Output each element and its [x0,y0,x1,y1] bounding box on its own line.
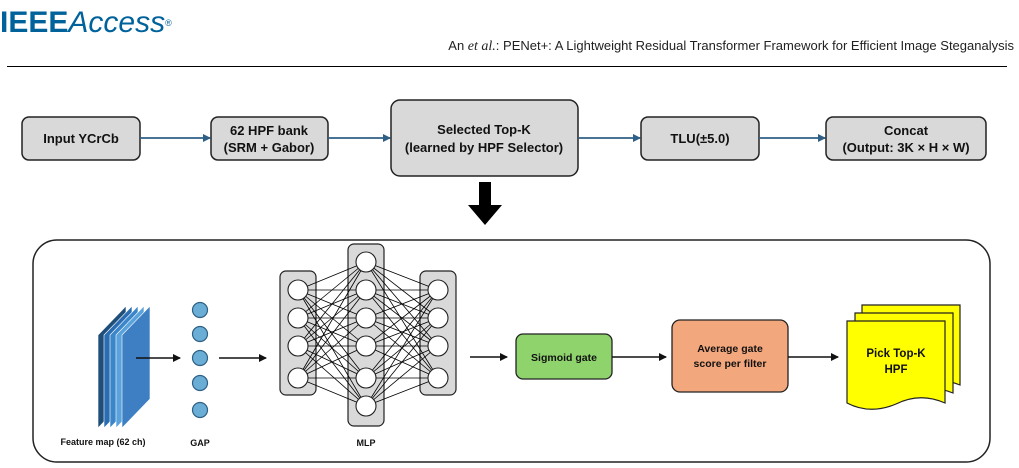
pick-label-line1: Pick Top-K [866,348,926,360]
header-etal: et al. [467,39,496,54]
mlp-connection [297,261,367,291]
hpf-label-line1: 62 HPF bank [230,123,309,138]
mlp-node [427,367,449,389]
mlp-connection [365,289,439,319]
sigmoid-gate-box: Sigmoid gate [515,333,613,380]
input-label: Input YCrCb [43,131,119,146]
mlp-connection [365,345,439,407]
mlp-node [287,367,309,389]
mlp-connection [365,261,439,291]
mlp-node [355,367,377,389]
mlp-connection [365,289,439,379]
mlp-connection [365,289,439,407]
ieee-access-logo: IEEEAccess® [0,6,172,40]
feature-map-icon [97,305,151,429]
mlp-connection [297,317,367,379]
mlp-node [287,335,309,357]
mlp-connection [365,317,439,347]
mlp-node [355,395,377,417]
mlp-node [287,307,309,329]
mlp-connection [297,345,367,407]
header-authors: An [448,38,468,53]
mlp-node [355,307,377,329]
mlp-connection [297,261,367,379]
gap-label: GAP [190,438,210,448]
pipeline-concat-box: Concat (Output: 3K × H × W) [825,116,987,161]
mlp-label: MLP [357,438,376,448]
select-label-line1: Selected Top-K [437,122,531,137]
mlp-connection [297,261,367,319]
mlp-connection [297,289,367,347]
pipeline-hpf-bank-box: 62 HPF bank (SRM + Gabor) [210,116,329,161]
logo-trademark: ® [165,18,172,28]
hpf-label-line2: (SRM + Gabor) [224,140,315,155]
avg-label-line1: Average gate [697,343,763,355]
gap-vector [191,301,209,419]
average-gate-score-box: Average gate score per filter [671,319,789,393]
selector-panel [32,239,991,463]
mlp-network [279,243,457,427]
mlp-node [427,335,449,357]
concat-label-line1: Concat [884,123,929,138]
logo-access: Access [68,6,166,39]
logo-ieee: IEEE [0,6,69,39]
mlp-node [355,251,377,273]
mlp-connection [365,377,439,407]
mlp-node [355,279,377,301]
mlp-connection [365,261,439,379]
select-label-line2: (learned by HPF Selector) [405,140,563,155]
mlp-connection [365,289,439,347]
pipeline-input-box: Input YCrCb [21,116,141,161]
mlp-connection [297,289,367,379]
tlu-label: TLU(±5.0) [670,131,729,146]
mlp-connection [297,377,367,407]
mlp-connection [365,317,439,407]
concat-label-line2: (Output: 3K × H × W) [842,140,969,155]
mlp-connection [297,345,367,379]
down-arrow-icon [468,182,502,225]
mlp-connection [297,261,367,347]
mlp-node [287,279,309,301]
sigmoid-label: Sigmoid gate [531,352,597,364]
running-header: An et al.: PENet+: A Lightweight Residua… [448,38,1014,55]
pick-label-line2: HPF [885,364,908,376]
pick-topk-hpf-stack: Pick Top-K HPF [846,304,961,410]
feature-map-label: Feature map (62 ch) [60,437,145,447]
header-title: : PENet+: A Lightweight Residual Transfo… [495,38,1014,53]
mlp-node [427,279,449,301]
header-rule [7,66,1007,67]
mlp-node [427,307,449,329]
mlp-node [355,335,377,357]
pipeline-selected-topk-box: Selected Top-K (learned by HPF Selector) [390,99,579,177]
avg-label-line2: score per filter [694,358,767,370]
pipeline-tlu-box: TLU(±5.0) [640,116,760,161]
mlp-connection [297,317,367,347]
